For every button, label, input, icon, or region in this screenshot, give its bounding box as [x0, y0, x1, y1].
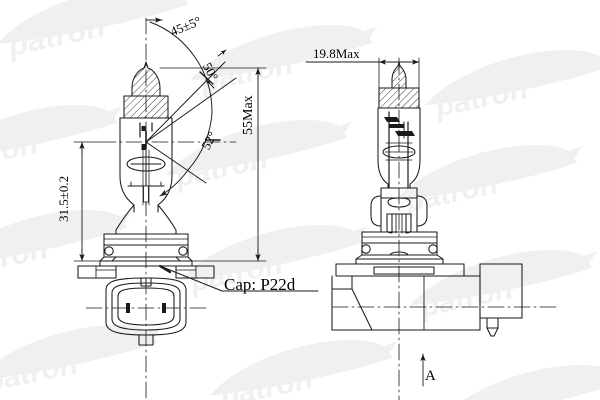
dimension-label-height-overall: 55Max: [241, 95, 256, 135]
dimension-label-angle-tolerance: 45±5°: [168, 13, 204, 39]
annotation-cap-label: Cap: P22d: [224, 275, 296, 294]
dimension-label-width-max: 19.8Max: [313, 46, 360, 61]
dimension-label-height-seating: 31.5±0.2: [56, 175, 71, 222]
cap-leader-line: [158, 264, 319, 292]
seating-height-dimension: [73, 141, 105, 262]
side-view-geometry: [331, 57, 561, 400]
dimension-label-angle-lower: 52°: [198, 128, 220, 153]
annotation-section-label: A: [425, 368, 436, 384]
angle-dimensions: [145, 17, 237, 197]
dimension-label-angle-upper: 50°: [199, 60, 222, 84]
overall-height-dimension: [159, 67, 267, 262]
width-dimension: [305, 57, 420, 89]
